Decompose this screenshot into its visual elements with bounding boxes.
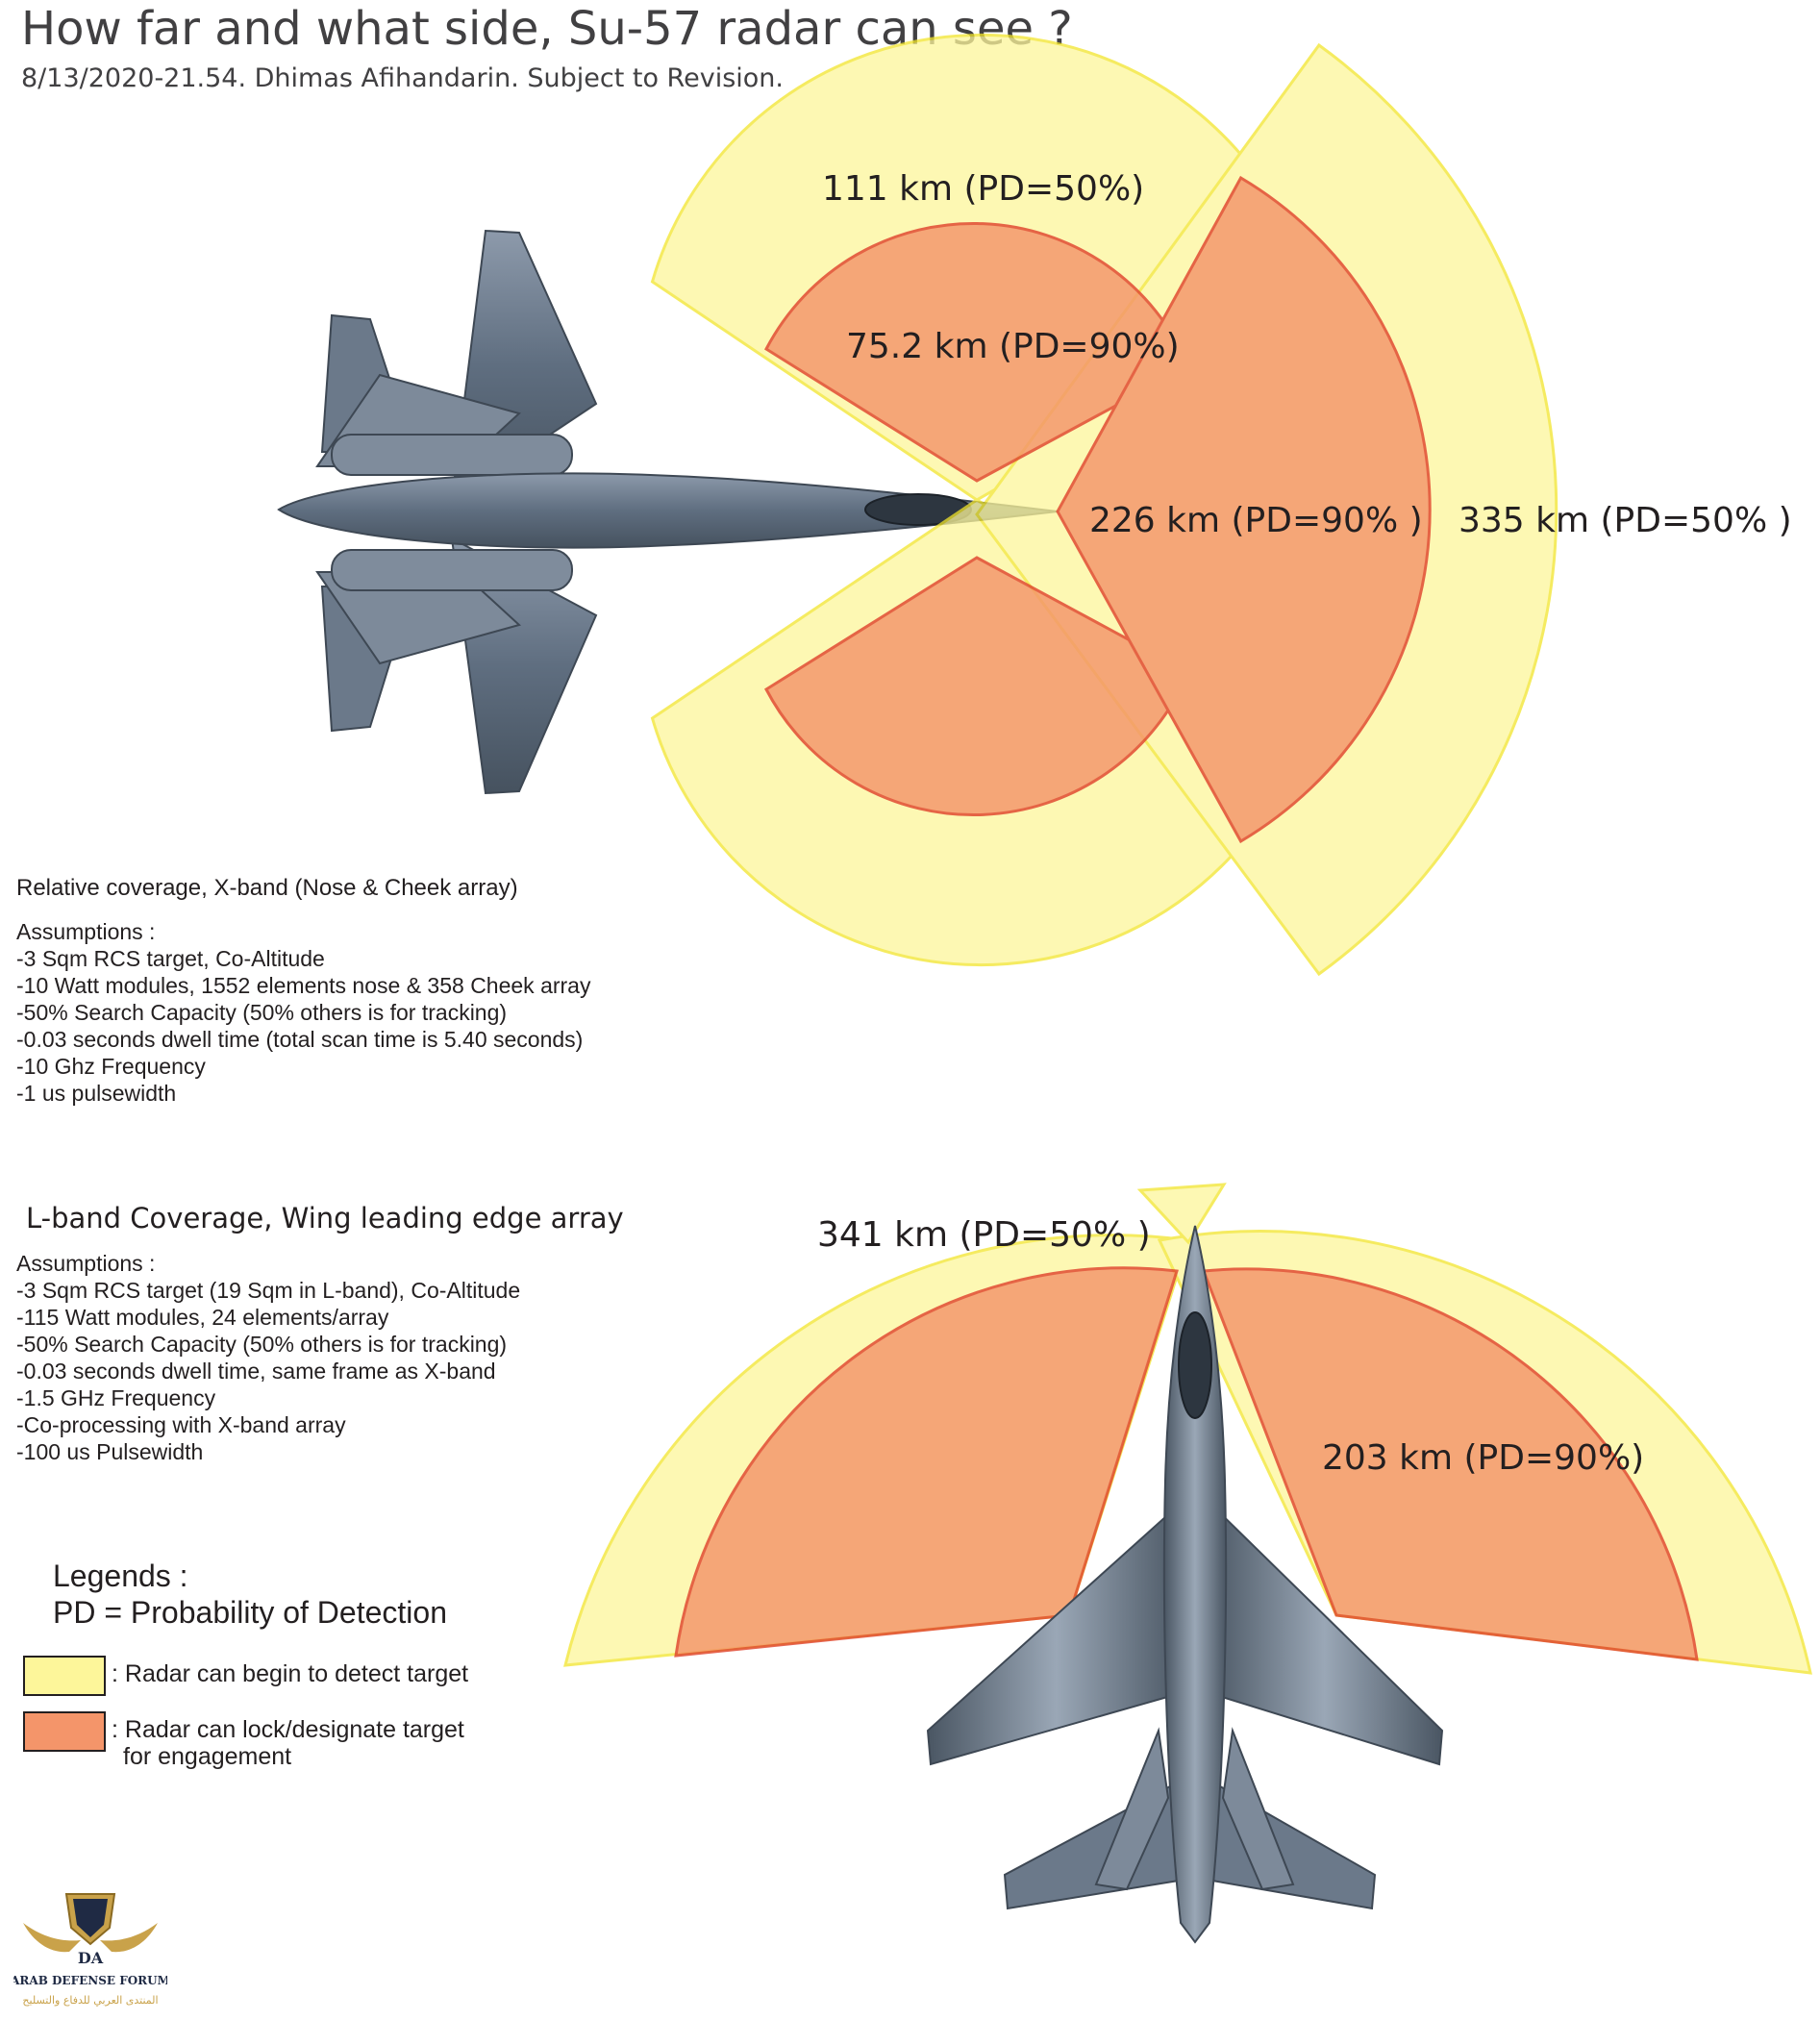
page-subtitle: 8/13/2020-21.54. Dhimas Afihandarin. Sub… bbox=[21, 63, 784, 93]
legend-title-block: Legends : PD = Probability of Detection bbox=[53, 1558, 447, 1631]
logo-initials: DA bbox=[78, 1949, 104, 1967]
lband-detect-top-wedge bbox=[1136, 1183, 1227, 1245]
lband-lock-coverage bbox=[674, 1266, 1699, 1661]
lband-assumptions-title: Assumptions : bbox=[16, 1251, 156, 1276]
xband-assumptions-title: Assumptions : bbox=[16, 919, 156, 944]
xband-assumption: -0.03 seconds dwell time (total scan tim… bbox=[16, 1027, 584, 1052]
xband-label-nose-lock: 226 km (PD=90% ) bbox=[1089, 501, 1423, 540]
xband-assumptions: Assumptions : -3 Sqm RCS target, Co-Alti… bbox=[16, 918, 590, 1107]
legend-pd-definition: PD = Probability of Detection bbox=[53, 1595, 447, 1630]
lband-assumption: -115 Watt modules, 24 elements/array bbox=[16, 1305, 389, 1330]
xband-assumption: -10 Watt modules, 1552 elements nose & 3… bbox=[16, 973, 591, 998]
xband-label-cheek-lock: 75.2 km (PD=90%) bbox=[846, 327, 1180, 366]
xband-label-nose-detect: 335 km (PD=50% ) bbox=[1458, 501, 1792, 540]
logo-arabic: المنتدى العربي للدفاع والتسليح bbox=[22, 1994, 158, 2007]
lband-lock-right bbox=[1201, 1267, 1699, 1661]
xband-nose-lock bbox=[1056, 175, 1432, 844]
xband-label-cheek-detect: 111 km (PD=50%) bbox=[822, 169, 1144, 209]
lband-assumption: -0.03 seconds dwell time, same frame as … bbox=[16, 1359, 496, 1384]
legend-text-lock-line2: for engagement bbox=[123, 1743, 292, 1770]
lband-assumption: -3 Sqm RCS target (19 Sqm in L-band), Co… bbox=[16, 1278, 521, 1303]
lband-aircraft bbox=[926, 1225, 1444, 1944]
xband-heading: Relative coverage, X-band (Nose & Cheek … bbox=[16, 875, 518, 901]
xband-assumption: -3 Sqm RCS target, Co-Altitude bbox=[16, 946, 325, 971]
xband-aircraft bbox=[277, 229, 1059, 795]
xband-assumption: -50% Search Capacity (50% others is for … bbox=[16, 1000, 508, 1025]
lband-assumption: -Co-processing with X-band array bbox=[16, 1412, 346, 1437]
lband-label-lock: 203 km (PD=90%) bbox=[1322, 1438, 1644, 1478]
xband-assumption: -10 Ghz Frequency bbox=[16, 1054, 206, 1079]
lband-label-detect: 341 km (PD=50% ) bbox=[817, 1215, 1151, 1255]
legend-text-detect: : Radar can begin to detect target bbox=[112, 1660, 469, 1687]
xband-cheek-lock-lower bbox=[764, 556, 1191, 817]
lband-heading: L-band Coverage, Wing leading edge array bbox=[26, 1202, 624, 1234]
legend-text-lock-line1: : Radar can lock/designate target bbox=[112, 1716, 464, 1743]
legend-swatch-detect bbox=[23, 1656, 106, 1696]
lband-assumption: -50% Search Capacity (50% others is for … bbox=[16, 1332, 508, 1357]
arab-defense-forum-logo: DA ARAB DEFENSE FORUM المنتدى العربي للد… bbox=[13, 1893, 167, 2007]
lband-assumption: -100 us Pulsewidth bbox=[16, 1439, 204, 1464]
lband-lock-left bbox=[674, 1266, 1179, 1658]
legend-swatch-lock bbox=[23, 1711, 106, 1752]
xband-cheek-lock-upper bbox=[764, 221, 1191, 483]
xband-assumption: -1 us pulsewidth bbox=[16, 1081, 177, 1106]
legend-title: Legends : bbox=[53, 1559, 188, 1593]
lband-assumption: -1.5 GHz Frequency bbox=[16, 1385, 216, 1410]
logo-name: ARAB DEFENSE FORUM bbox=[13, 1974, 167, 1987]
xband-lock-coverage bbox=[764, 175, 1432, 844]
lband-assumptions: Assumptions : -3 Sqm RCS target (19 Sqm … bbox=[16, 1250, 520, 1465]
